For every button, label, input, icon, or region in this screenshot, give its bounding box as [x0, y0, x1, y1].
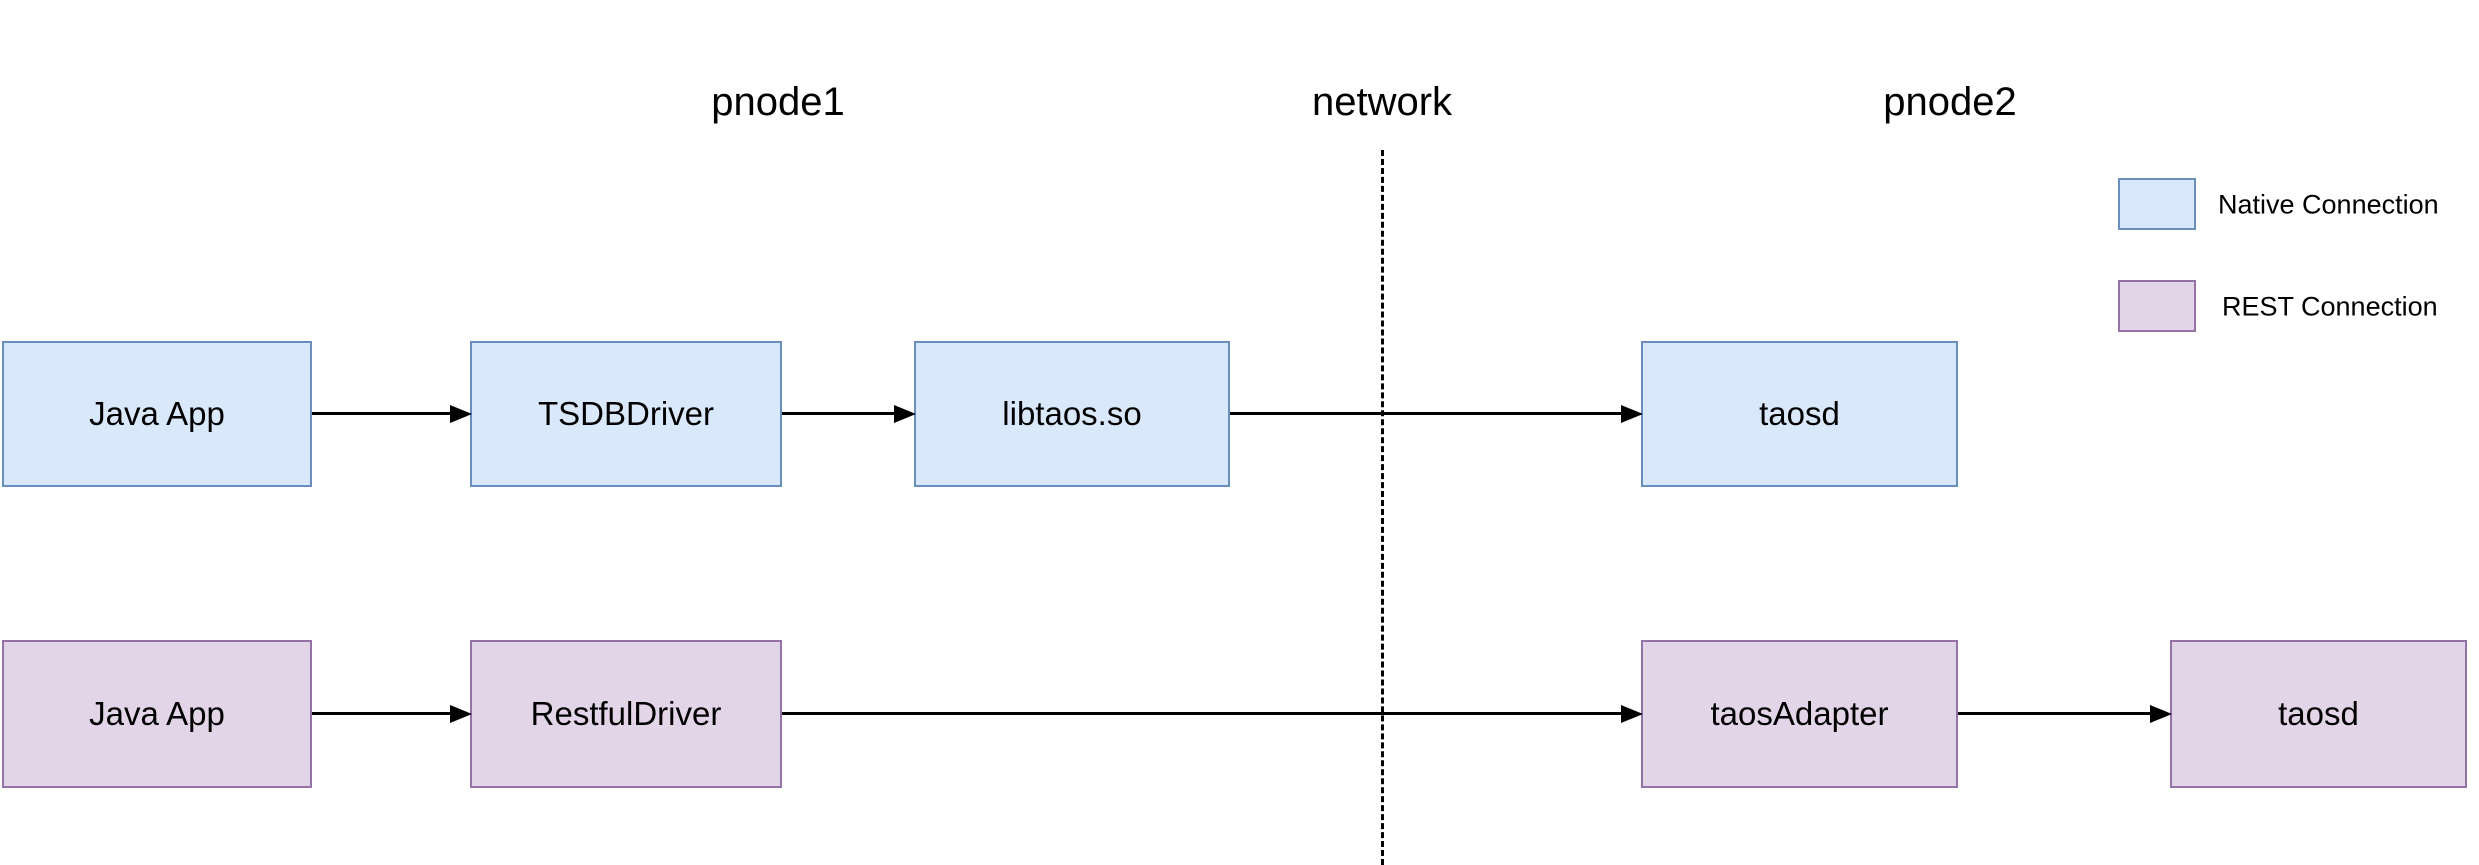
arrow-libtaos-to-taosd: [1230, 412, 1621, 415]
node-taosd-rest: taosd: [2170, 640, 2467, 788]
arrow-taosadapter-to-taosd: [1958, 712, 2150, 715]
region-label-pnode2: pnode2: [1883, 80, 2017, 124]
node-libtaos-so: libtaos.so: [914, 341, 1230, 487]
legend-label-rest: REST Connection: [2222, 291, 2438, 322]
region-label-network: network: [1311, 80, 1453, 124]
arrow-restfuldriver-to-taosadapter: [782, 712, 1621, 715]
node-restfuldriver: RestfulDriver: [470, 640, 782, 788]
node-tsdbdriver: TSDBDriver: [470, 341, 782, 487]
region-label-pnode1: pnode1: [711, 80, 845, 124]
legend-swatch-native-icon: [2118, 178, 2196, 230]
arrow-javaapp-to-tsdbdriver: [312, 412, 450, 415]
network-divider-line: [1381, 150, 1384, 865]
node-taosd-native: taosd: [1641, 341, 1958, 487]
node-taosadapter: taosAdapter: [1641, 640, 1958, 788]
node-java-app-native: Java App: [2, 341, 312, 487]
legend-label-native: Native Connection: [2218, 189, 2439, 220]
legend-swatch-rest-icon: [2118, 280, 2196, 332]
node-java-app-rest: Java App: [2, 640, 312, 788]
arrow-tsdbdriver-to-libtaos: [782, 412, 894, 415]
arrow-javaapp-to-restfuldriver: [312, 712, 450, 715]
